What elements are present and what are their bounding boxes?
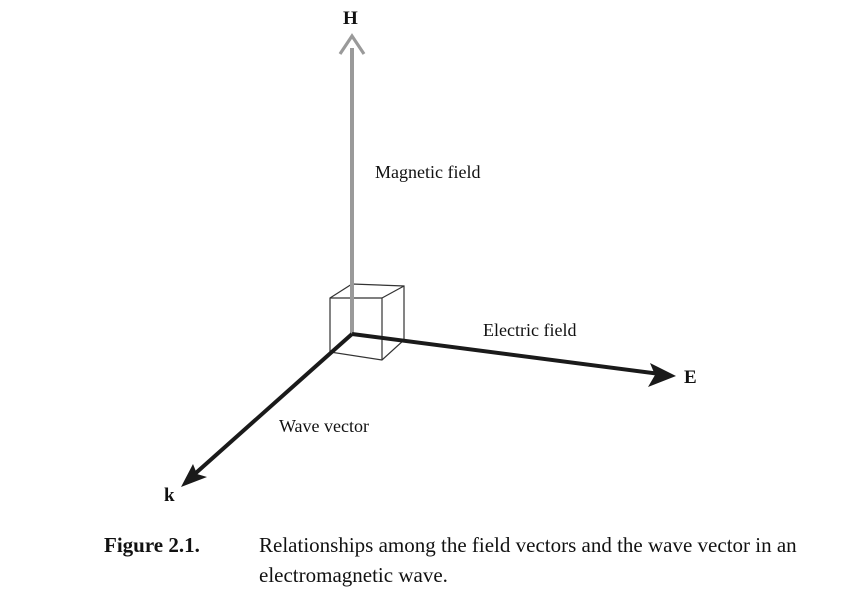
- electric-field-arrow: [351, 332, 676, 387]
- wave-vector-caption: Wave vector: [279, 416, 369, 436]
- magnetic-field-arrow: [338, 33, 366, 334]
- figure-caption-text: Relationships among the field vectors an…: [259, 533, 797, 587]
- figure-caption: Figure 2.1. Relationships among the fiel…: [104, 530, 834, 590]
- magnetic-field-caption: Magnetic field: [375, 162, 480, 182]
- figure-caption-label: Figure 2.1.: [104, 533, 200, 557]
- h-axis-label: H: [343, 8, 358, 29]
- electric-field-caption: Electric field: [483, 320, 576, 340]
- e-axis-label: E: [684, 367, 697, 388]
- k-axis-label: k: [164, 485, 175, 506]
- origin-cube: [329, 283, 405, 361]
- wave-vector-arrow: [181, 332, 354, 487]
- field-vectors-diagram: H Magnetic field E Electric field k Wave…: [164, 8, 697, 506]
